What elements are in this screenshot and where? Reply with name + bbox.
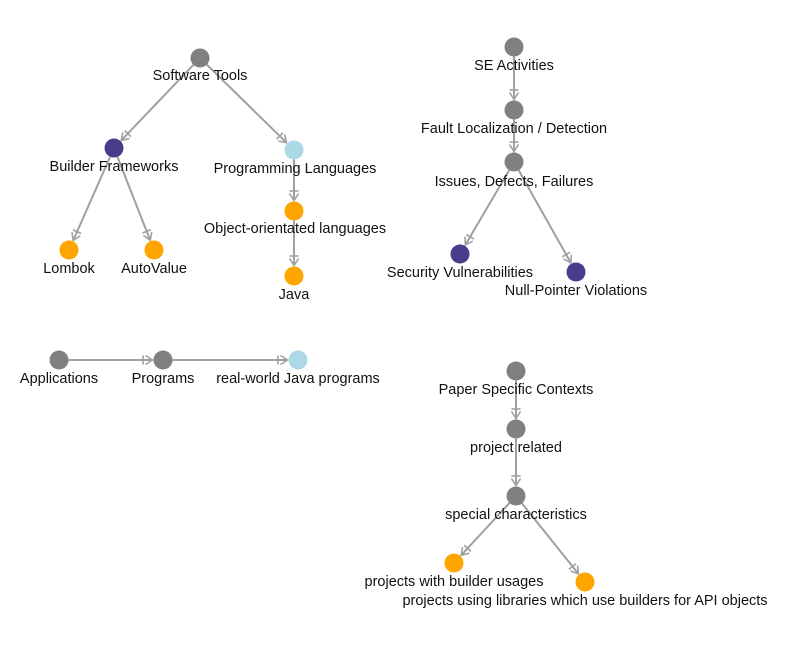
node-label-projects-builder-usages: projects with builder usages	[365, 574, 544, 590]
node-label-issues-defects: Issues, Defects, Failures	[435, 174, 594, 190]
node-lombok[interactable]	[59, 240, 79, 260]
node-null-pointer[interactable]	[566, 262, 586, 282]
edge-software_tools-programming_languages	[206, 63, 288, 144]
node-programming-languages[interactable]	[284, 140, 304, 160]
edge-software_tools-builder_frameworks	[120, 64, 195, 142]
node-label-java: Java	[279, 287, 311, 303]
node-label-special-characteristics: special characteristics	[445, 507, 587, 523]
edge-builder_frameworks-autovalue	[116, 156, 153, 242]
edges-layer	[68, 56, 580, 575]
edge-special_characteristics-projects_libraries	[521, 502, 580, 575]
node-projects-builder-usages[interactable]	[444, 553, 464, 573]
node-label-applications: Applications	[20, 371, 98, 387]
edge-issues_defects-null_pointer	[517, 169, 573, 265]
edge-builder_frameworks-lombok	[71, 156, 112, 242]
node-label-programs: Programs	[132, 371, 195, 387]
node-label-se-activities: SE Activities	[474, 58, 554, 74]
node-projects-libraries[interactable]	[575, 572, 595, 592]
nodes-layer	[49, 37, 595, 592]
node-oo-languages[interactable]	[284, 201, 304, 221]
node-label-builder-frameworks: Builder Frameworks	[50, 159, 179, 175]
edge-programming_languages-oo_languages	[288, 159, 300, 202]
edge-fault_localization-issues_defects	[508, 119, 520, 153]
edge-se_activities-fault_localization	[508, 56, 520, 101]
node-label-software-tools: Software Tools	[153, 68, 248, 84]
node-java[interactable]	[284, 266, 304, 286]
node-label-project-related: project related	[470, 440, 562, 456]
node-fault-localization[interactable]	[504, 100, 524, 120]
node-software-tools[interactable]	[190, 48, 210, 68]
node-applications[interactable]	[49, 350, 69, 370]
edge-issues_defects-security_vuln	[464, 169, 511, 247]
node-label-fault-localization: Fault Localization / Detection	[421, 121, 607, 137]
node-builder-frameworks[interactable]	[104, 138, 124, 158]
node-label-paper-contexts: Paper Specific Contexts	[439, 382, 594, 398]
edge-programs-real_world_java	[172, 354, 289, 366]
node-label-null-pointer: Null-Pointer Violations	[505, 283, 647, 299]
edge-applications-programs	[68, 354, 154, 366]
node-label-lombok: Lombok	[43, 261, 95, 277]
node-issues-defects[interactable]	[504, 152, 524, 172]
edge-project_related-special_characteristics	[510, 438, 522, 487]
node-label-security-vuln: Security Vulnerabilities	[387, 265, 533, 281]
node-label-real-world-java: real-world Java programs	[216, 371, 380, 387]
node-programs[interactable]	[153, 350, 173, 370]
node-project-related[interactable]	[506, 419, 526, 439]
node-security-vuln[interactable]	[450, 244, 470, 264]
node-label-autovalue: AutoValue	[121, 261, 187, 277]
edge-special_characteristics-projects_builder_usages	[460, 502, 511, 557]
node-se-activities[interactable]	[504, 37, 524, 57]
node-label-oo-languages: Object-orientated languages	[204, 221, 386, 237]
node-real-world-java[interactable]	[288, 350, 308, 370]
node-label-projects-libraries: projects using libraries which use build…	[402, 593, 767, 609]
node-label-programming-languages: Programming Languages	[214, 161, 377, 177]
node-autovalue[interactable]	[144, 240, 164, 260]
node-paper-contexts[interactable]	[506, 361, 526, 381]
edge-paper_contexts-project_related	[510, 380, 522, 420]
node-special-characteristics[interactable]	[506, 486, 526, 506]
edge-oo_languages-java	[288, 220, 300, 267]
